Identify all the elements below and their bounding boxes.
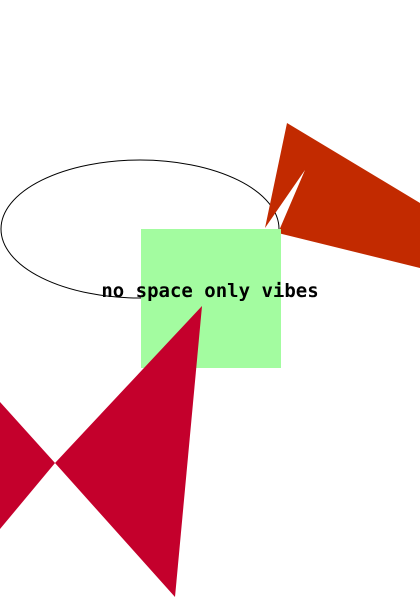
- green-rectangle: [141, 229, 281, 368]
- caption-text: no space only vibes: [101, 280, 319, 302]
- orange-arrow-shape: [265, 123, 420, 268]
- crimson-triangle-shape: [55, 306, 202, 597]
- crimson-bowtie-shape: [0, 402, 55, 529]
